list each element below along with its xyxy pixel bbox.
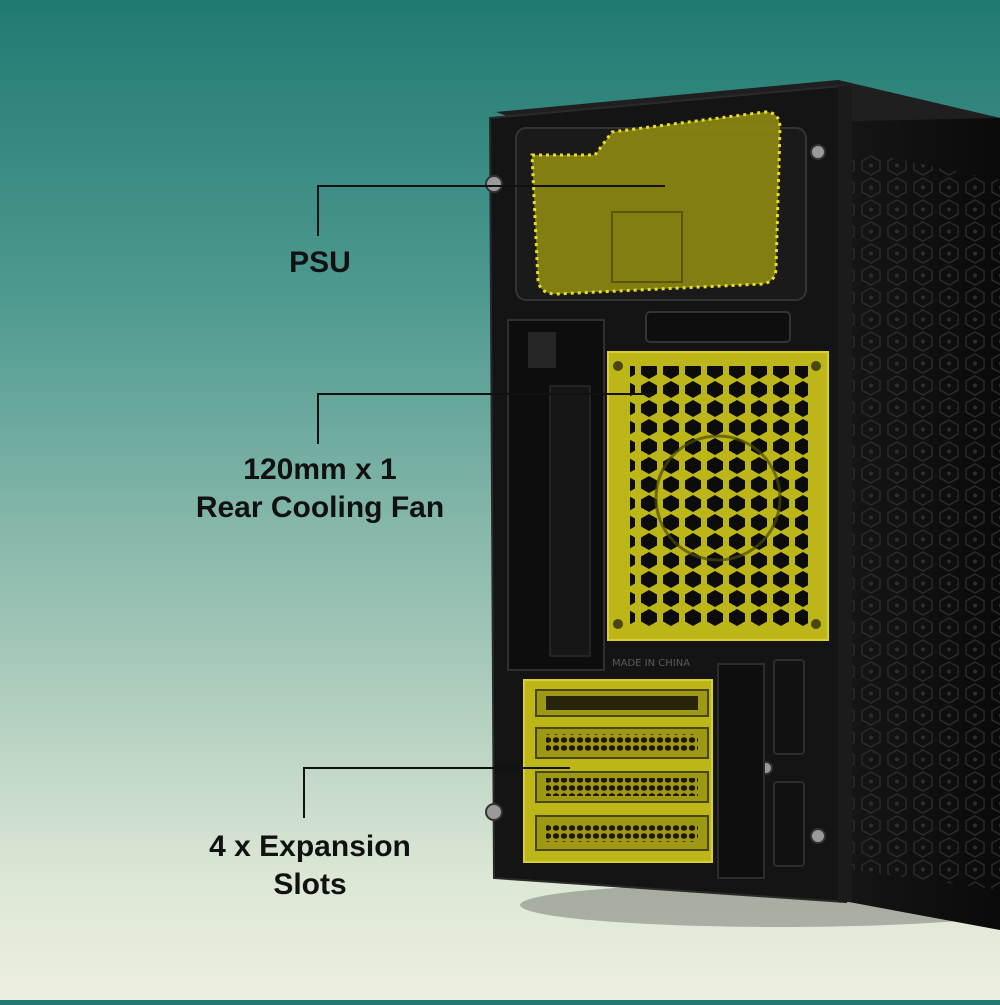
- fan-mount-screws: [613, 361, 821, 629]
- slot-bracket: [717, 663, 765, 879]
- rear-fan-label-line-2: Rear Cooling Fan: [195, 491, 445, 524]
- rear-panel-flange: [838, 86, 852, 902]
- psu-label-line: PSU: [289, 246, 351, 279]
- thumb-screws: [485, 144, 826, 844]
- side-mesh: [852, 150, 1000, 890]
- io-shield-cutout: [549, 385, 591, 657]
- psu-label: PSU: [250, 244, 390, 282]
- rear-fan-label: 120mm x 1 Rear Cooling Fan: [180, 451, 460, 527]
- expansion-slots-label-line-1: 4 x Expansion: [209, 830, 411, 863]
- psu-bracket: [611, 211, 683, 283]
- fan-blade-outline: [654, 434, 782, 562]
- leader-lines: [303, 185, 665, 818]
- fan-leader-line: [317, 393, 655, 444]
- vent-slot-upper: [773, 659, 805, 755]
- fan-grill: [630, 366, 808, 628]
- psu-leader-line: [317, 185, 665, 236]
- engraving-text: MADE IN CHINA: [612, 658, 690, 669]
- expansion-slots-label-line-2: Slots: [273, 868, 347, 901]
- expansion-slot-covers: [535, 689, 709, 851]
- vent-slot-lower: [773, 781, 805, 867]
- psu-highlight: [530, 110, 782, 296]
- rear-fan-label-line-1: 120mm x 1: [243, 453, 397, 486]
- io-clip: [528, 332, 556, 368]
- io-vent-bar: [645, 311, 791, 343]
- expansion-slots-label: 4 x Expansion Slots: [180, 828, 440, 904]
- slots-leader-line: [303, 767, 570, 818]
